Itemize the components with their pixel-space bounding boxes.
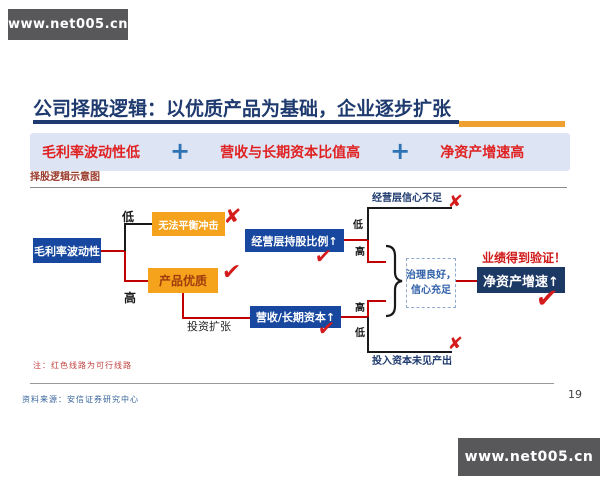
formula-item-net-asset: 净资产增速高 xyxy=(440,145,525,161)
footer-divider xyxy=(30,383,554,384)
title-underline-orange xyxy=(459,121,565,127)
source-attribution: 资料来源：安信证券研究中心 xyxy=(22,395,139,404)
check-icon: ✔ xyxy=(534,284,560,314)
page-number: 19 xyxy=(568,388,582,401)
check-icon: ✔ xyxy=(316,316,337,340)
section-label: 择股逻辑示意图 xyxy=(30,172,100,183)
cross-icon: ✘ xyxy=(222,204,243,228)
check-icon: ✔ xyxy=(220,260,242,285)
node-revenue-longterm-capital: 营收/长期资本↑ xyxy=(250,306,341,328)
branch-label-low: 低 xyxy=(122,210,135,224)
node-product-quality: 产品优质 xyxy=(148,268,218,293)
branch-label-low: 低 xyxy=(355,328,365,339)
page-title: 公司择股逻辑：以优质产品为基础，企业逐步扩张 xyxy=(33,98,452,120)
formula-item-gross-margin: 毛利率波动性低 xyxy=(42,145,140,161)
node-good-governance: 治理良好， 信心充足 xyxy=(406,258,456,308)
watermark-banner-bottom: www.net005.cn xyxy=(458,438,600,476)
plus-icon: + xyxy=(390,136,411,165)
formula-bar: 毛利率波动性低 + 营收与长期资本比值高 + 净资产增速高 xyxy=(30,133,570,171)
node-management-holding: 经营层持股比例↑ xyxy=(245,229,344,252)
governance-line2: 信心充足 xyxy=(411,285,451,296)
watermark-banner-top: www.net005.cn xyxy=(8,9,128,40)
branch-label-high: 高 xyxy=(124,291,137,305)
title-underline-blue xyxy=(33,120,459,124)
node-net-asset-growth: 净资产增速↑ xyxy=(477,267,565,293)
check-icon: ✔ xyxy=(313,244,334,268)
node-cannot-balance-shock: 无法平衡冲击 xyxy=(152,212,225,236)
node-gross-margin-volatility: 毛利率波动性 xyxy=(33,238,101,263)
branch-label-high: 高 xyxy=(355,303,365,314)
section-header: 择股逻辑示意图 xyxy=(30,165,567,188)
label-management-confidence-low: 经营层信心不足 xyxy=(372,193,442,204)
governance-line1: 治理良好， xyxy=(406,270,456,281)
label-invest-expand: 投资扩张 xyxy=(187,320,231,333)
brace-icon xyxy=(385,244,403,318)
label-performance-verified: 业绩得到验证！ xyxy=(482,251,567,265)
branch-label-low: 低 xyxy=(353,220,363,231)
formula-item-revenue-capital: 营收与长期资本比值高 xyxy=(220,145,361,161)
cross-icon: ✘ xyxy=(447,192,464,212)
branch-label-high: 高 xyxy=(355,247,365,258)
footnote: 注：红色线路为可行线路 xyxy=(33,361,132,370)
label-capital-no-output: 投入资本未见产出 xyxy=(372,356,452,367)
plus-icon: + xyxy=(170,136,191,165)
cross-icon: ✘ xyxy=(447,334,464,354)
